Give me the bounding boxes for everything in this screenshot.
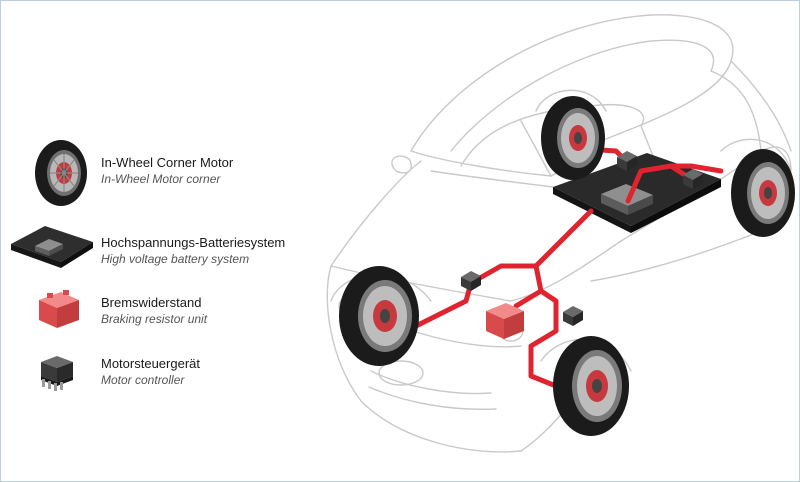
- brake-resistor-icon: [1, 278, 97, 348]
- wheel-rear-left: [541, 96, 605, 180]
- wheel-front-left: [339, 266, 419, 366]
- wheel-front-right: [553, 336, 629, 436]
- motor-controllers: [461, 151, 703, 326]
- legend-label-de: Hochspannungs-Batteriesystem: [101, 235, 286, 250]
- brake-resistor: [486, 303, 524, 339]
- battery-pack-icon: [1, 216, 97, 286]
- motor-controller-icon: [1, 338, 97, 408]
- legend-label-de: Motorsteuergerät: [101, 356, 200, 371]
- legend-label-de: Bremswiderstand: [101, 295, 202, 310]
- legend-item-battery: Hochspannungs-Batteriesystem High voltag…: [1, 216, 331, 286]
- legend-label-en: In-Wheel Motor corner: [101, 172, 221, 186]
- legend-label-en: Braking resistor unit: [101, 312, 208, 326]
- legend-label-de: In-Wheel Corner Motor: [101, 155, 234, 170]
- legend-label-en: Motor controller: [101, 373, 185, 387]
- car-illustration: [291, 1, 799, 481]
- legend: In-Wheel Corner Motor In-Wheel Motor cor…: [1, 1, 331, 481]
- wheel-motor-icon: [1, 136, 97, 206]
- legend-item-brake-resistor: Bremswiderstand Braking resistor unit: [1, 278, 331, 348]
- wheel-rear-right: [731, 149, 795, 237]
- legend-item-wheel-motor: In-Wheel Corner Motor In-Wheel Motor cor…: [1, 136, 331, 206]
- legend-item-motor-controller: Motorsteuergerät Motor controller: [1, 338, 331, 408]
- legend-label-en: High voltage battery system: [101, 252, 250, 266]
